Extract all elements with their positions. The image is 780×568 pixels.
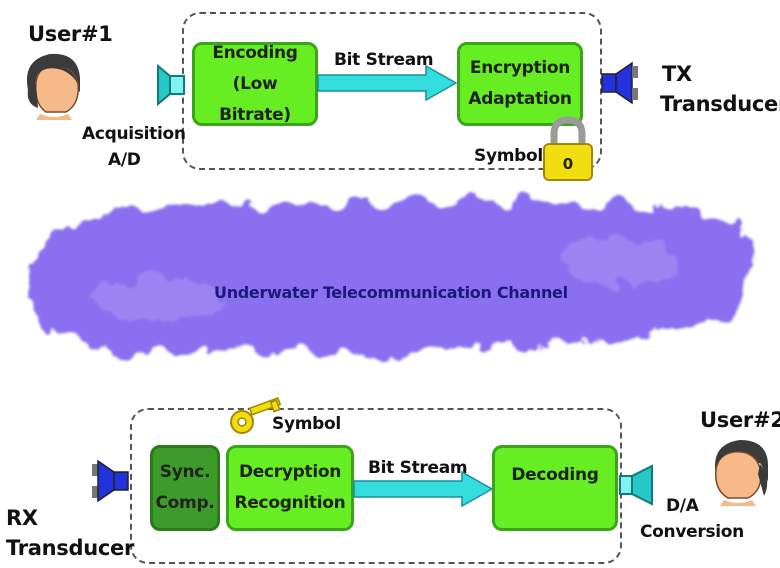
- da-label-line2: Conversion: [640, 522, 744, 542]
- tx-label-line2: Transducer: [660, 92, 780, 116]
- encoding-box: Encoding (Low Bitrate): [192, 42, 318, 126]
- lock-icon: 0: [543, 116, 593, 181]
- rx-label-line1: RX: [6, 506, 38, 530]
- da-speaker-icon: [619, 464, 653, 506]
- encryption-label-line2: Adaptation: [468, 89, 572, 109]
- acquisition-label-line1: Acquisition: [82, 124, 186, 144]
- acquisition-label-line2: A/D: [108, 150, 141, 170]
- encoding-label-line1: Encoding: [212, 42, 298, 63]
- rx-symbol-label: Symbol: [272, 414, 341, 434]
- da-label-line1: D/A: [666, 496, 699, 516]
- rx-label-line2: Transducer: [6, 536, 135, 560]
- decryption-label-line1: Decryption: [238, 462, 342, 482]
- tx-symbol-label: Symbol: [474, 146, 543, 166]
- channel-label: Underwater Telecommunication Channel: [214, 283, 568, 302]
- tx-label-line1: TX: [662, 62, 692, 86]
- encryption-box: Encryption Adaptation: [457, 42, 583, 126]
- sync-label-line1: Sync.: [159, 462, 211, 482]
- rx-transducer-icon: [92, 459, 129, 503]
- encoding-label-line2: (Low Bitrate): [219, 73, 291, 125]
- acquisition-microphone-icon: [157, 63, 185, 107]
- decoding-box: Decoding: [492, 445, 618, 531]
- key-icon: [230, 397, 282, 434]
- lock-mark-text: 0: [563, 155, 573, 173]
- tx-bitstream-label: Bit Stream: [334, 50, 434, 70]
- user2-avatar-icon: [715, 440, 768, 506]
- tx-transducer-icon: [601, 61, 638, 105]
- decryption-label-line2: Recognition: [234, 493, 346, 513]
- encryption-label-line1: Encryption: [469, 58, 571, 78]
- user1-avatar-icon: [26, 53, 80, 120]
- decoding-label: Decoding: [511, 465, 599, 485]
- sync-comp-box: Sync. Comp.: [150, 445, 220, 531]
- sync-label-line2: Comp.: [155, 493, 215, 513]
- tx-bitstream-arrow: [317, 64, 458, 102]
- decryption-box: Decryption Recognition: [226, 445, 354, 531]
- rx-bitstream-label: Bit Stream: [368, 458, 468, 478]
- user1-label: User#1: [28, 22, 113, 46]
- rx-bitstream-arrow: [353, 470, 494, 508]
- user2-label: User#2: [700, 408, 780, 432]
